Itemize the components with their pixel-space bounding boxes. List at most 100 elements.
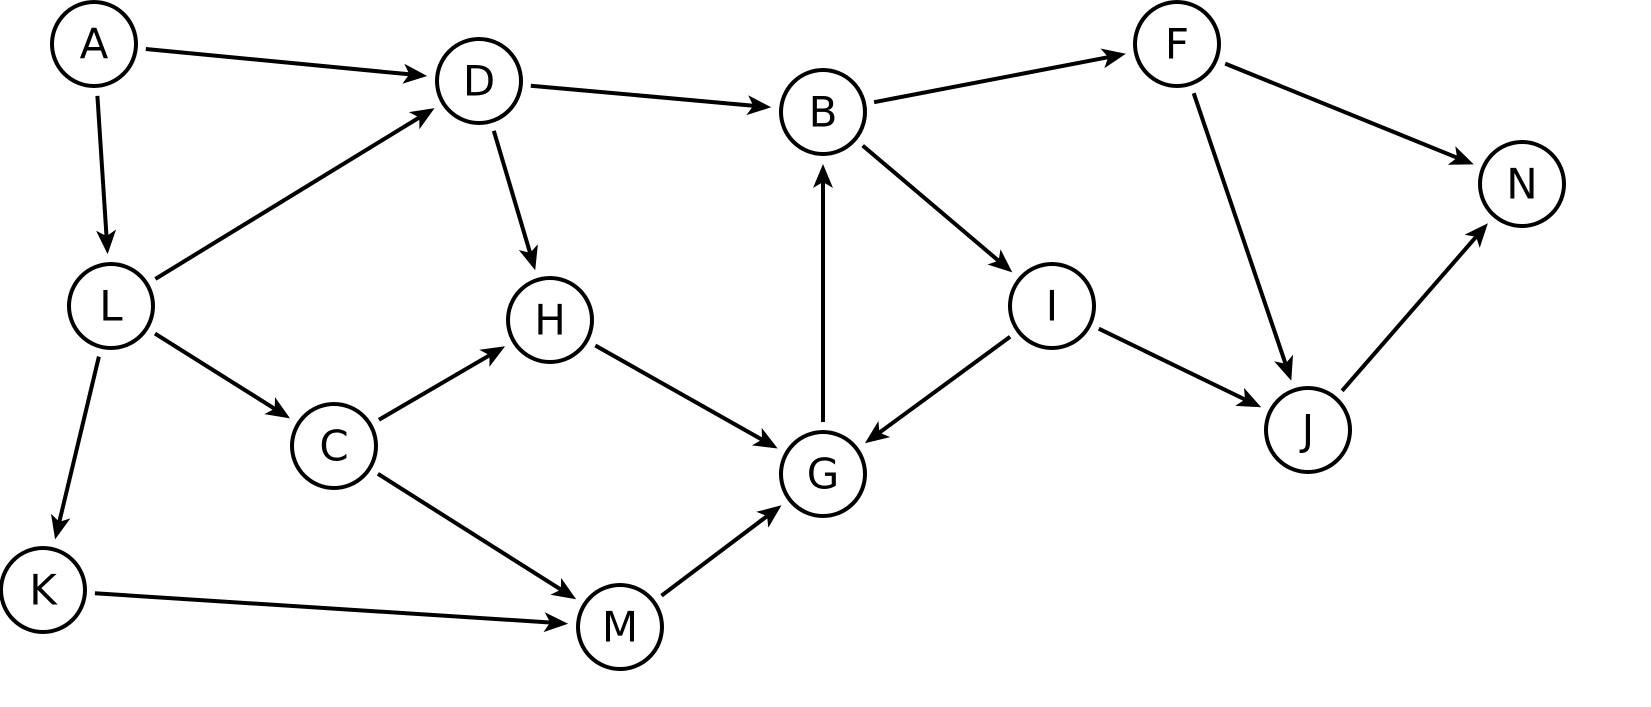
- edge-a-d: [145, 47, 428, 84]
- edge-i-g: [864, 335, 1012, 444]
- nodes-layer: A D B F N L H I C G J K M: [0, 0, 1566, 671]
- edge-l-k: [51, 356, 101, 540]
- node-h: H: [506, 276, 594, 364]
- edges-layer: [51, 47, 1488, 633]
- node-label: J: [1299, 406, 1314, 455]
- edge-line: [878, 335, 1012, 435]
- node-circle: [67, 262, 155, 350]
- edge-line: [154, 115, 421, 281]
- node-circle: [290, 402, 378, 490]
- edge-line: [861, 144, 1000, 263]
- arrowhead: [1235, 387, 1262, 408]
- node-label: D: [463, 57, 495, 106]
- arrowhead: [543, 612, 569, 633]
- arrowhead: [402, 63, 428, 84]
- node-f: F: [1133, 0, 1221, 88]
- arrowhead: [51, 513, 71, 540]
- arrowhead: [751, 427, 778, 449]
- node-circle: [1133, 0, 1221, 88]
- node-label: N: [1506, 160, 1537, 209]
- node-label: M: [602, 603, 638, 652]
- node-k: K: [0, 546, 87, 634]
- node-label: L: [99, 282, 123, 331]
- arrowhead: [1464, 223, 1488, 248]
- edge-c-m: [376, 472, 577, 600]
- node-d: D: [435, 37, 523, 125]
- edge-a-l: [95, 95, 117, 255]
- edge-line: [57, 356, 101, 523]
- node-circle: [1264, 386, 1352, 474]
- node-l: L: [67, 262, 155, 350]
- node-circle: [779, 68, 867, 156]
- arrowhead: [756, 505, 782, 528]
- node-circle: [0, 546, 87, 634]
- edge-line: [145, 47, 410, 77]
- edge-line: [1191, 92, 1288, 365]
- node-label: C: [319, 422, 348, 471]
- edge-line: [153, 331, 276, 411]
- node-label: K: [29, 566, 58, 615]
- edge-line: [594, 343, 763, 442]
- node-circle: [506, 276, 594, 364]
- arrowhead: [264, 397, 290, 419]
- node-j: J: [1264, 386, 1352, 474]
- node-n: N: [1478, 140, 1566, 228]
- edge-line: [491, 130, 533, 254]
- edge-line: [1224, 61, 1458, 160]
- edge-b-f: [873, 48, 1126, 105]
- node-circle: [1478, 140, 1566, 228]
- node-circle: [779, 430, 867, 518]
- arrowhead: [1100, 48, 1126, 69]
- node-circle: [435, 37, 523, 125]
- edge-line: [377, 353, 491, 422]
- edge-j-n: [1340, 223, 1488, 393]
- edge-line: [94, 591, 551, 625]
- node-g: G: [779, 430, 867, 518]
- edge-l-d: [154, 108, 435, 281]
- arrowhead: [813, 164, 833, 188]
- node-label: H: [534, 296, 566, 345]
- arrowhead: [408, 108, 435, 130]
- edge-b-i: [861, 144, 1013, 273]
- node-label: B: [809, 88, 838, 137]
- edge-line: [376, 472, 562, 592]
- node-m: M: [576, 583, 664, 671]
- edge-d-h: [491, 130, 538, 271]
- edge-line: [660, 514, 769, 598]
- node-circle: [576, 583, 664, 671]
- edge-c-h: [377, 346, 506, 422]
- node-label: F: [1165, 20, 1189, 69]
- edge-m-g: [660, 505, 782, 598]
- edge-k-m: [94, 591, 569, 633]
- node-a: A: [50, 0, 138, 88]
- edge-line: [1097, 326, 1246, 402]
- arrowhead: [479, 346, 506, 367]
- arrowhead: [1274, 354, 1293, 381]
- edge-h-g: [594, 343, 778, 449]
- node-i: I: [1008, 262, 1096, 350]
- node-c: C: [290, 402, 378, 490]
- edge-f-j: [1191, 92, 1293, 381]
- arrowhead: [550, 577, 577, 600]
- edge-line: [1340, 235, 1478, 393]
- edge-f-n: [1224, 61, 1474, 165]
- arrowhead: [746, 95, 772, 116]
- edge-line: [530, 83, 754, 108]
- edge-line: [873, 55, 1109, 105]
- edge-d-b: [530, 83, 772, 116]
- edge-i-j: [1097, 326, 1262, 408]
- node-circle: [50, 0, 138, 88]
- arrowhead: [987, 249, 1013, 273]
- node-label: A: [80, 20, 109, 69]
- node-circle: [1008, 262, 1096, 350]
- node-label: I: [1046, 282, 1058, 331]
- arrowhead: [518, 244, 538, 271]
- edge-line: [95, 95, 109, 237]
- edge-l-c: [153, 331, 290, 419]
- node-b: B: [779, 68, 867, 156]
- arrowhead: [96, 229, 117, 255]
- node-label: G: [807, 450, 840, 499]
- edge-g-b: [813, 164, 833, 422]
- arrowhead: [864, 421, 891, 444]
